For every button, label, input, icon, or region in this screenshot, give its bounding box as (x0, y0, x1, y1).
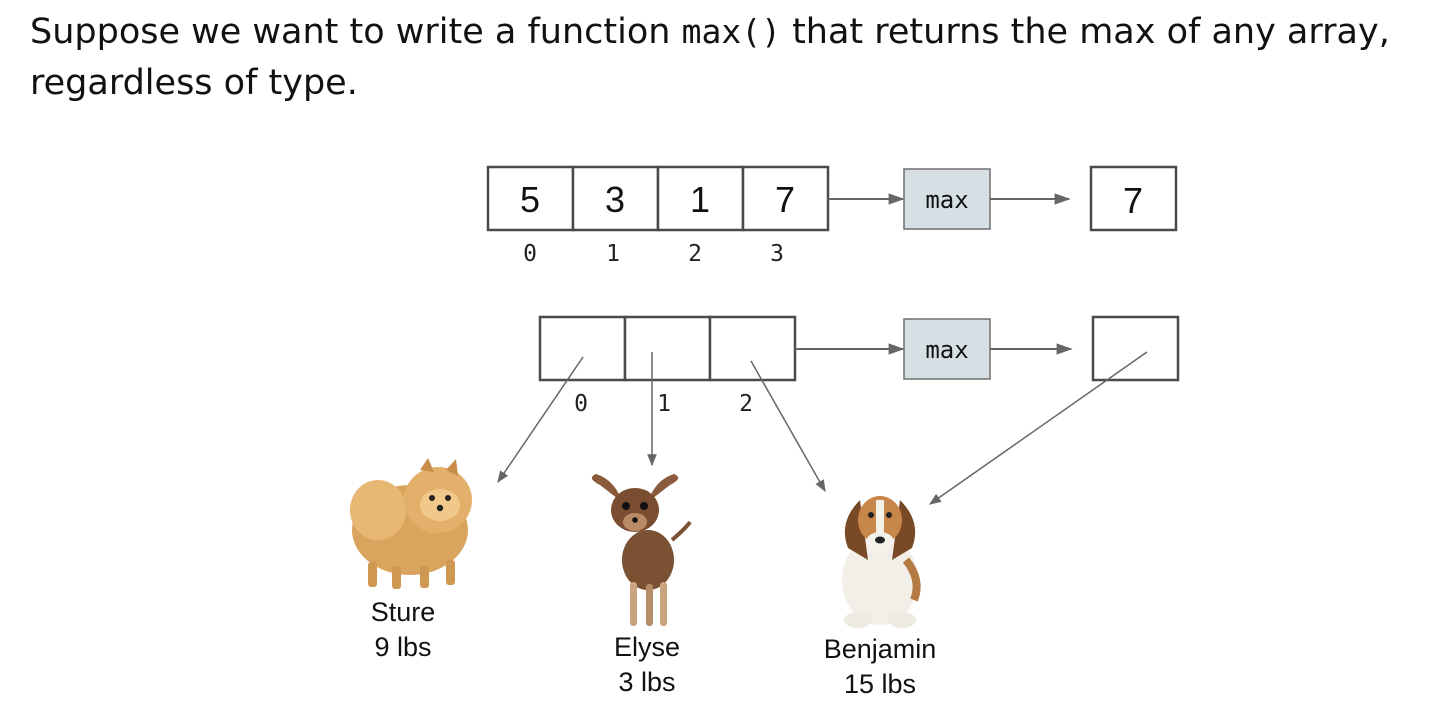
int-array-cell: 1 (656, 165, 745, 232)
result-box (1091, 315, 1180, 382)
index-label: 0 (574, 391, 588, 417)
index-label: 0 (523, 241, 537, 267)
dog-name: Elyse (613, 632, 681, 662)
dog-array-cell (538, 315, 627, 382)
dog-array-cell (623, 315, 712, 382)
int-array: 5 3 1 7 (486, 165, 830, 232)
index-label: 1 (606, 241, 620, 267)
cell-value: 3 (605, 179, 625, 220)
index-label: 1 (657, 391, 671, 417)
dog-name: Sture (370, 597, 436, 627)
slide-heading: Suppose we want to write a function max(… (30, 6, 1430, 109)
index-label: 2 (739, 391, 753, 417)
dog-array-cell (708, 315, 797, 382)
dog-weight: 15 lbs (843, 669, 917, 699)
result-reference-arrow (929, 351, 1148, 505)
int-array-cell: 5 (486, 165, 575, 232)
int-array-cell: 7 (741, 165, 830, 232)
result-value: 7 (1123, 180, 1143, 221)
cell-value: 1 (690, 179, 710, 220)
max-label: max (925, 336, 968, 364)
dog-array (538, 315, 797, 382)
max-label: max (925, 186, 968, 214)
heading-text-before: Suppose we want to write a function (30, 12, 682, 52)
index-label: 2 (688, 241, 702, 267)
cell-value: 7 (775, 179, 795, 220)
chihuahua-icon (591, 474, 692, 626)
dog-name: Benjamin (823, 634, 937, 664)
index-label: 3 (770, 241, 784, 267)
heading-code: max() (681, 12, 781, 51)
dog-array-indices: 0 1 2 (574, 391, 753, 417)
dog-weight: 9 lbs (374, 632, 432, 662)
reference-arrow-sture (497, 356, 584, 483)
max-function-box: max (903, 318, 991, 380)
pomeranian-icon (350, 458, 472, 589)
dog-weight: 3 lbs (618, 667, 676, 697)
heading-text-after: that returns the max of any array, regar… (30, 12, 1390, 103)
result-box: 7 (1089, 165, 1178, 232)
dog-label-elyse: Elyse 3 lbs (547, 630, 747, 700)
reference-arrow-benjamin (750, 360, 826, 493)
int-array-indices: 0 1 2 3 (523, 241, 784, 267)
dog-label-benjamin: Benjamin 15 lbs (780, 632, 980, 702)
beagle-icon (842, 496, 921, 628)
max-function-box: max (903, 168, 991, 230)
dog-label-sture: Sture 9 lbs (303, 595, 503, 665)
int-array-cell: 3 (571, 165, 660, 232)
cell-value: 5 (520, 179, 540, 220)
